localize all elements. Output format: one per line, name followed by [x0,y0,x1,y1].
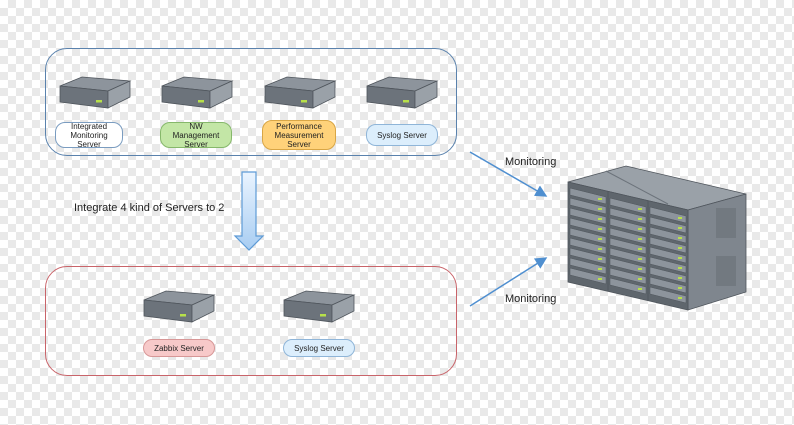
server-icon [161,76,234,109]
current-servers-group [45,48,457,156]
performance-measurement-server-label: Performance Measurement Server [262,120,336,150]
zabbix-server-label: Zabbix Server [143,339,215,357]
server-icon [283,290,356,323]
monitoring-label-bottom: Monitoring [505,293,557,305]
server-icon [264,76,337,109]
syslog-server-label-bottom: Syslog Server [283,339,355,357]
integrate-down-arrow [233,171,265,251]
server-icon [366,76,439,109]
server-rack-icon [567,165,747,311]
integrated-monitoring-server-label: Integrated Monitoring Server [55,122,123,149]
integrated-servers-group [45,266,457,376]
monitoring-arrow-bottom [469,257,548,307]
nw-management-server-label: NW Management Server [160,122,232,149]
integrate-text: Integrate 4 kind of Servers to 2 [74,202,225,214]
server-icon [143,290,216,323]
server-icon [59,76,132,109]
monitoring-label-top: Monitoring [505,156,557,168]
syslog-server-label: Syslog Server [366,124,438,146]
monitoring-arrow-top [469,151,548,197]
